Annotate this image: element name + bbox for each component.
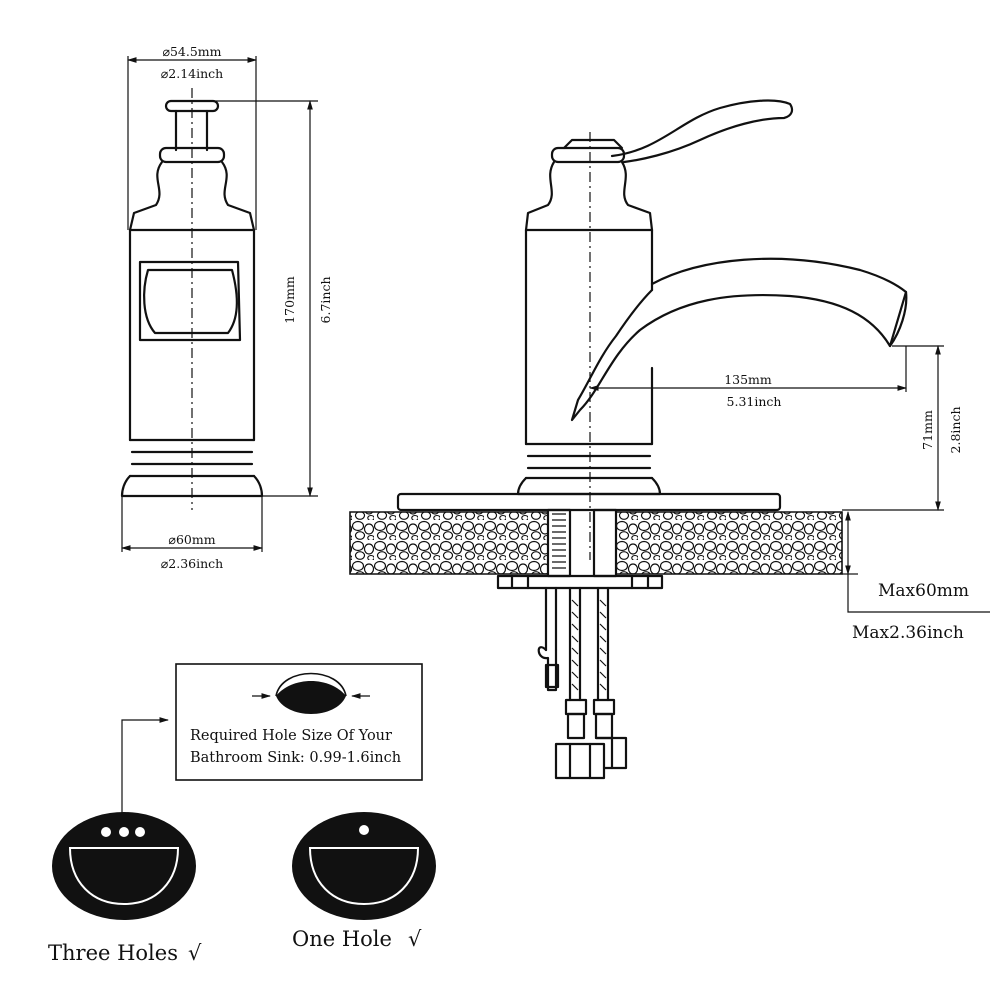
- deck-max-mm: Max60mm: [878, 581, 969, 601]
- base-diameter-inch: ⌀2.36inch: [161, 556, 223, 571]
- top-diameter-inch: ⌀2.14inch: [161, 66, 223, 81]
- hole-note: Required Hole Size Of Your Bathroom Sink…: [121, 663, 423, 814]
- spout-height-mm: 71mm: [920, 410, 935, 450]
- hole-note-line2: Bathroom Sink: 0.99-1.6inch: [190, 750, 401, 766]
- three-holes-check: √: [188, 941, 202, 965]
- deck-max-inch: Max2.36inch: [852, 623, 964, 643]
- base-diameter-mm: ⌀60mm: [168, 532, 215, 547]
- height-mm: 170mm: [282, 276, 297, 324]
- spout-reach-inch: 5.31inch: [727, 394, 782, 409]
- front-view: 135mm 5.31inch 71mm 2.8inch Max60mm Max2…: [349, 99, 990, 780]
- hole-note-line1: Required Hole Size Of Your: [190, 728, 392, 744]
- three-holes-label: Three Holes: [48, 941, 178, 965]
- one-hole-label: One Hole: [292, 927, 392, 951]
- spout-reach-mm: 135mm: [724, 372, 772, 387]
- side-view: ⌀54.5mm ⌀2.14inch 170mm 6.7inch ⌀60mm ⌀2…: [120, 44, 333, 571]
- one-hole-sink: One Hole √: [292, 812, 436, 951]
- top-diameter-mm: ⌀54.5mm: [162, 44, 221, 59]
- three-hole-sink: Three Holes √: [48, 812, 202, 965]
- one-hole-check: √: [408, 927, 422, 951]
- height-inch: 6.7inch: [318, 277, 333, 324]
- spout-height-inch: 2.8inch: [948, 407, 963, 454]
